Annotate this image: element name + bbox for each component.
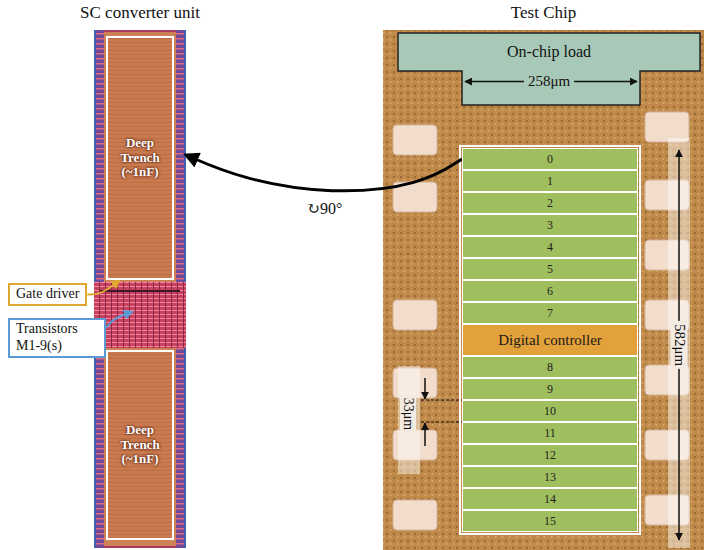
rotation-label: ↻90° [307, 199, 343, 218]
bond-pad [393, 500, 437, 530]
slot-number: 8 [547, 360, 553, 375]
converter-unit-slot: 4 [462, 236, 638, 258]
slot-number: 11 [544, 426, 556, 441]
callout-box: Gate driver [8, 283, 87, 306]
deep-trench-capacitor: Deep Trench (~1nF) [106, 36, 174, 280]
bond-pad [393, 125, 437, 155]
dimension-guide [421, 400, 462, 401]
dimension-label: 33μm [400, 395, 416, 433]
bond-pad [645, 112, 689, 142]
callout-box: Transistors M1-9(s) [8, 318, 106, 358]
slot-number: 12 [544, 448, 556, 463]
converter-unit-slot: 5 [462, 258, 638, 280]
converter-unit-slot: 3 [462, 214, 638, 236]
converter-unit-slot: 9 [462, 378, 638, 400]
test-chip: On-chip load258μm01234567Digital control… [383, 30, 704, 550]
capacitor-label: Deep Trench (~1nF) [110, 136, 170, 181]
converter-unit-slot: 10 [462, 400, 638, 422]
converter-unit-slot: 7 [462, 302, 638, 324]
load-label: On-chip load [398, 43, 700, 61]
heading: Test Chip [511, 3, 576, 23]
slot-number: 0 [547, 152, 553, 167]
dimension-band [668, 138, 690, 548]
bond-pad [393, 300, 437, 330]
heading: SC converter unit [80, 3, 200, 23]
slot-number: 5 [547, 262, 553, 277]
dimension-arrow [424, 423, 426, 446]
converter-unit-slot: 1 [462, 170, 638, 192]
converter-unit-slot: 6 [462, 280, 638, 302]
block-label: Digital controller [498, 332, 602, 349]
connector-arrow [87, 280, 119, 294]
trench-area [104, 348, 176, 546]
slot-number: 1 [547, 174, 553, 189]
converter-unit-slot: 15 [462, 510, 638, 532]
slot-number: 6 [547, 284, 553, 299]
converter-unit: Deep Trench (~1nF)Deep Trench (~1nF)SC c… [94, 30, 186, 548]
converter-unit-slot: 0 [462, 148, 638, 170]
capacitor-label: Deep Trench (~1nF) [110, 423, 170, 468]
slot-number: 10 [544, 404, 556, 419]
slot-number: 3 [547, 218, 553, 233]
callout-label: Gate driver [16, 286, 79, 303]
converter-unit-slot: 2 [462, 192, 638, 214]
chip-die [383, 30, 704, 550]
slot-number: 7 [547, 306, 553, 321]
dimension-band [398, 366, 420, 474]
test-chip-photo [383, 30, 704, 550]
connector-arrow [106, 312, 132, 328]
dimension-label: 582μm [671, 321, 688, 369]
slot-number: 2 [547, 196, 553, 211]
slot-number: 9 [547, 382, 553, 397]
callout-label: Transistors M1-9(s) [16, 321, 98, 355]
load-shape [398, 33, 700, 105]
slot-number: 13 [544, 470, 556, 485]
slot-number: 4 [547, 240, 553, 255]
on-chip-load: On-chip load 258μm [398, 33, 700, 105]
trench-area [104, 32, 176, 282]
dimension-arrow [424, 378, 426, 399]
transistor-band [94, 282, 186, 348]
converter-unit-slot: 8 [462, 356, 638, 378]
unit-frame [460, 146, 640, 534]
gate-driver-row [100, 290, 180, 292]
dimension-guide [421, 422, 462, 423]
converter-unit-slot: 14 [462, 488, 638, 510]
digital-controller: Digital controller [462, 324, 638, 356]
converter-unit-slot: 11 [462, 422, 638, 444]
slot-number: 15 [544, 514, 556, 529]
load-label: 258μm [524, 73, 574, 90]
converter-unit-slot: 12 [462, 444, 638, 466]
slot-number: 14 [544, 492, 556, 507]
converter-unit-slot: 13 [462, 466, 638, 488]
connector-arrow [186, 155, 462, 191]
deep-trench-capacitor: Deep Trench (~1nF) [106, 350, 174, 540]
